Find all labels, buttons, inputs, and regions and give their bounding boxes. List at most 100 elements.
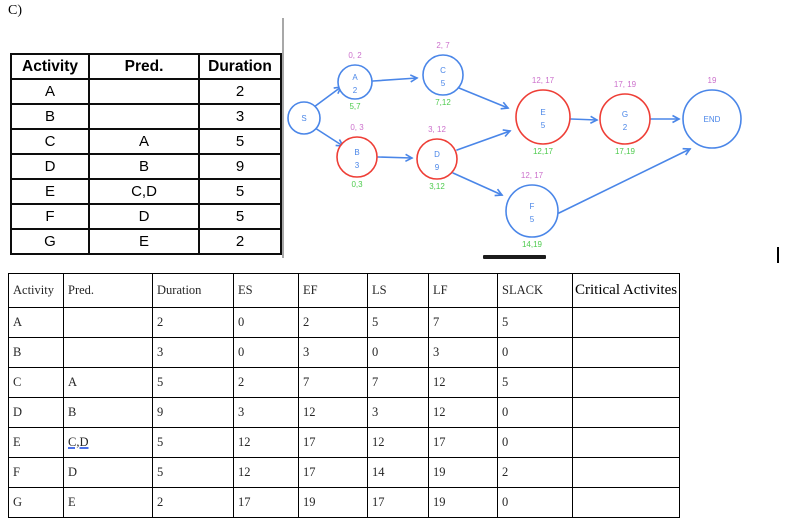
schedule-cell[interactable]: 7 — [298, 367, 368, 398]
schedule-cell[interactable]: 12 — [428, 367, 498, 398]
schedule-cell[interactable]: 5 — [152, 457, 234, 488]
node-B[interactable]: B30, 30,3 — [336, 123, 378, 189]
schedule-cell[interactable]: 5 — [367, 307, 429, 338]
schedule-cell[interactable]: 0 — [233, 307, 299, 338]
schedule-cell[interactable] — [571, 427, 681, 458]
schedule-table-header-slack[interactable]: SLACK — [497, 273, 573, 308]
schedule-cell[interactable]: B — [63, 397, 153, 428]
schedule-cell[interactable]: C — [8, 367, 64, 398]
schedule-cell[interactable]: 12 — [428, 397, 498, 428]
schedule-cell[interactable]: 7 — [367, 367, 429, 398]
schedule-cell[interactable] — [571, 307, 681, 338]
schedule-cell[interactable]: 2 — [497, 457, 573, 488]
activity-cell[interactable]: 5 — [198, 203, 282, 230]
node-C[interactable]: C52, 77,12 — [422, 41, 464, 107]
schedule-cell[interactable]: 17 — [298, 457, 368, 488]
schedule-table-header-duration[interactable]: Duration — [152, 273, 234, 308]
schedule-table-header-pred[interactable]: Pred. — [63, 273, 153, 308]
activity-table-header-activity[interactable]: Activity — [10, 53, 90, 80]
schedule-cell[interactable]: 0 — [367, 337, 429, 368]
activity-cell[interactable]: E — [88, 228, 200, 255]
activity-cell[interactable]: C — [10, 128, 90, 155]
activity-cell[interactable] — [88, 103, 200, 130]
schedule-cell[interactable]: 9 — [152, 397, 234, 428]
schedule-cell[interactable] — [63, 307, 153, 338]
black-bar-shape[interactable] — [483, 255, 546, 259]
activity-table-header-pred[interactable]: Pred. — [88, 53, 200, 80]
schedule-cell[interactable]: 3 — [233, 397, 299, 428]
schedule-cell[interactable]: 19 — [298, 487, 368, 518]
edge-A-to-C[interactable] — [372, 78, 417, 81]
activity-cell[interactable] — [88, 78, 200, 105]
activity-cell[interactable]: B — [88, 153, 200, 180]
schedule-table-header-es[interactable]: ES — [233, 273, 299, 308]
schedule-cell[interactable]: 0 — [233, 337, 299, 368]
activity-cell[interactable]: A — [88, 128, 200, 155]
activity-cell[interactable]: 2 — [198, 228, 282, 255]
schedule-cell[interactable]: 17 — [428, 427, 498, 458]
schedule-cell[interactable]: 0 — [497, 397, 573, 428]
activity-cell[interactable]: A — [10, 78, 90, 105]
activity-cell[interactable]: D — [88, 203, 200, 230]
schedule-cell[interactable]: 3 — [298, 337, 368, 368]
schedule-cell[interactable]: 12 — [367, 427, 429, 458]
schedule-cell[interactable]: C,D — [63, 427, 153, 458]
schedule-cell[interactable] — [571, 337, 681, 368]
schedule-cell[interactable]: E — [63, 487, 153, 518]
schedule-cell[interactable]: E — [8, 427, 64, 458]
schedule-cell[interactable]: D — [8, 397, 64, 428]
schedule-cell[interactable]: D — [63, 457, 153, 488]
node-D[interactable]: D93, 123,12 — [416, 125, 458, 191]
activity-cell[interactable]: 3 — [198, 103, 282, 130]
activity-cell[interactable]: D — [10, 153, 90, 180]
schedule-cell[interactable]: 3 — [367, 397, 429, 428]
edge-D-to-E[interactable] — [456, 131, 510, 151]
schedule-cell[interactable]: 17 — [367, 487, 429, 518]
activity-cell[interactable]: F — [10, 203, 90, 230]
schedule-cell[interactable]: 3 — [152, 337, 234, 368]
schedule-cell[interactable]: 0 — [497, 487, 573, 518]
schedule-cell[interactable]: 19 — [428, 457, 498, 488]
schedule-cell[interactable]: A — [63, 367, 153, 398]
edge-B-to-D[interactable] — [377, 157, 412, 158]
schedule-cell[interactable]: 17 — [298, 427, 368, 458]
schedule-cell[interactable]: G — [8, 487, 64, 518]
schedule-cell[interactable] — [571, 487, 681, 518]
schedule-cell[interactable]: 19 — [428, 487, 498, 518]
schedule-cell[interactable] — [571, 367, 681, 398]
activity-cell[interactable]: E — [10, 178, 90, 205]
schedule-cell[interactable]: 5 — [497, 367, 573, 398]
edge-C-to-E[interactable] — [458, 87, 508, 108]
schedule-cell[interactable]: B — [8, 337, 64, 368]
schedule-table-header-lf[interactable]: LF — [428, 273, 498, 308]
schedule-cell[interactable]: 2 — [233, 367, 299, 398]
schedule-cell[interactable] — [571, 397, 681, 428]
schedule-table-header-criticalactivites[interactable]: Critical Activites — [571, 273, 681, 308]
schedule-cell[interactable]: 12 — [298, 397, 368, 428]
schedule-table-header-ef[interactable]: EF — [298, 273, 368, 308]
schedule-cell[interactable]: 7 — [428, 307, 498, 338]
schedule-cell[interactable]: 14 — [367, 457, 429, 488]
schedule-cell[interactable]: 12 — [233, 427, 299, 458]
activity-cell[interactable]: G — [10, 228, 90, 255]
schedule-table-header-activity[interactable]: Activity — [8, 273, 64, 308]
activity-table-header-duration[interactable]: Duration — [198, 53, 282, 80]
schedule-cell[interactable]: 12 — [233, 457, 299, 488]
schedule-cell[interactable]: 2 — [152, 307, 234, 338]
activity-cell[interactable]: B — [10, 103, 90, 130]
edge-D-to-F[interactable] — [452, 172, 502, 195]
node-S[interactable]: S — [287, 101, 321, 135]
schedule-cell[interactable]: 5 — [497, 307, 573, 338]
activity-cell[interactable]: 5 — [198, 178, 282, 205]
schedule-cell[interactable]: 17 — [233, 487, 299, 518]
activity-cell[interactable]: 5 — [198, 128, 282, 155]
node-A[interactable]: A20, 25,7 — [337, 51, 373, 111]
schedule-cell[interactable]: 2 — [152, 487, 234, 518]
schedule-cell[interactable]: 5 — [152, 367, 234, 398]
schedule-cell[interactable] — [63, 337, 153, 368]
schedule-cell[interactable]: F — [8, 457, 64, 488]
